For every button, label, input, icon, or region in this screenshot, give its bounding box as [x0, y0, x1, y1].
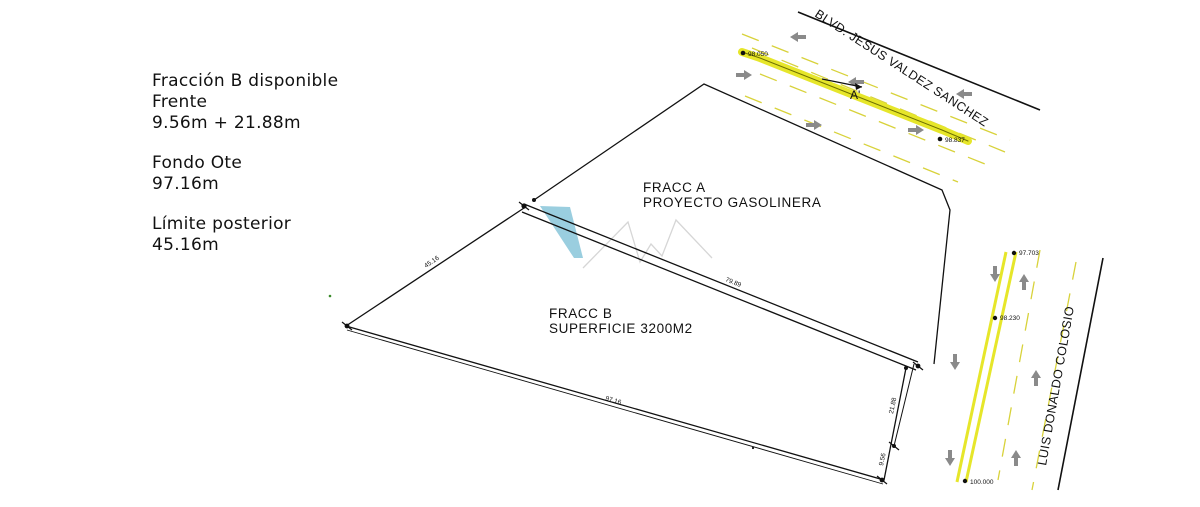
fracc-a-boundary — [533, 83, 951, 365]
arrow-right-icon — [736, 70, 752, 80]
arrow-up-icon — [1031, 370, 1041, 386]
section-marker-label: A' — [850, 88, 860, 102]
fraction-b-info: Fracción B disponible Frente 9.56m + 21.… — [152, 71, 338, 134]
east-elev-top: 97.703 — [1019, 250, 1039, 257]
dim-south: 97.16 — [604, 395, 622, 406]
north-road-highlight — [738, 48, 972, 145]
east-road-name: LUIS DONALDO COLOSIO — [1035, 305, 1077, 466]
dim-west: 45.16 — [423, 255, 441, 270]
dim-east-lower: 9.56 — [878, 452, 888, 466]
arrow-up-icon — [1011, 450, 1021, 466]
fracc-b-boundary — [344, 207, 907, 485]
fracc-a-subtitle: PROYECTO GASOLINERA — [643, 195, 821, 210]
dim-east-upper: 21.88 — [888, 397, 898, 415]
east-elev-mid: 98.230 — [1000, 315, 1020, 322]
arrow-up-icon — [1019, 274, 1029, 290]
limite-info: Límite posterior 45.16m — [152, 214, 291, 256]
north-road: 98.050 98.837 BLVD. JESUS VALDEZ SANCHEZ… — [736, 7, 1041, 183]
fondo-info: Fondo Ote 97.16m — [152, 153, 242, 195]
dim-divider: 79.89 — [724, 276, 742, 289]
arrow-left-icon — [790, 32, 806, 42]
fracc-a-title: FRACC A — [643, 180, 706, 195]
info-frente-label: Frente — [152, 92, 208, 112]
arrow-down-icon — [990, 266, 1000, 282]
info-fondo-label: Fondo Ote — [152, 153, 243, 173]
arrow-left-icon — [956, 89, 972, 99]
east-traffic-arrows — [945, 266, 1041, 466]
info-limite-label: Límite posterior — [152, 214, 292, 234]
east-elev-bottom: 100.000 — [970, 479, 994, 486]
section-marker: A' — [821, 78, 863, 102]
info-limite-value: 45.16m — [152, 235, 220, 255]
info-fondo-value: 97.16m — [152, 174, 220, 194]
arrow-right-icon — [806, 120, 822, 130]
east-road: 97.703 98.230 100.000 LUIS DONALDO COLOS… — [945, 249, 1104, 491]
arrow-right-icon — [908, 125, 924, 135]
north-elev-end: 98.837 — [945, 137, 965, 144]
watermark-logo — [540, 206, 713, 269]
north-elev-start: 98.050 — [748, 51, 768, 58]
info-frente-value: 9.56m + 21.88m — [152, 113, 301, 133]
arrow-down-icon — [950, 354, 960, 370]
info-heading: Fracción B disponible — [152, 71, 339, 91]
lot-divider — [521, 203, 919, 447]
fracc-b-subtitle: SUPERFICIE 3200M2 — [549, 321, 693, 336]
fracc-b-title: FRACC B — [549, 306, 612, 321]
arrow-down-icon — [945, 450, 955, 466]
east-road-highlight — [955, 251, 1018, 483]
